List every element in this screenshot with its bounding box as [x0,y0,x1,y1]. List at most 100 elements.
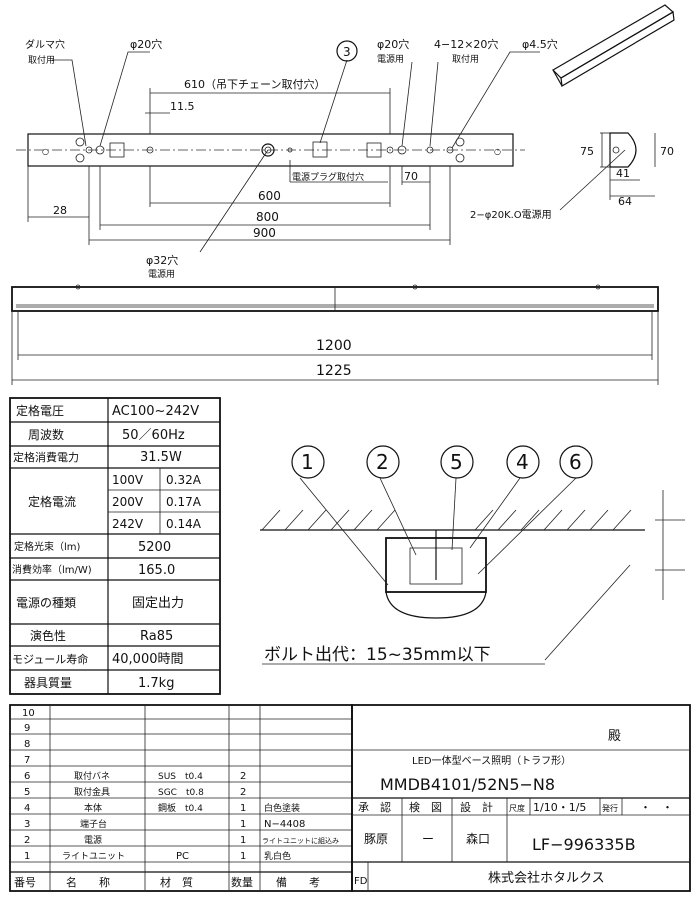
leader-2 [379,477,417,556]
spec-label-cri: 演色性 [30,628,66,643]
callout-6-number: 6 [569,450,582,474]
current-amps-100: 0.32A [166,473,202,487]
hatch [474,509,494,531]
parts-row-number: 10 [22,708,35,719]
thumbnail-top-face [552,4,675,79]
label-dim-600: 600 [258,189,281,203]
hatch [520,509,540,531]
current-amps-242: 0.14A [166,517,202,531]
slot-hole [386,146,394,154]
plug-mount-icon [312,141,328,158]
label-dim-1225: 1225 [316,363,352,379]
label-dim-28: 28 [53,204,67,217]
phi32-inner [264,146,272,154]
slot-hole [146,146,154,154]
current-voltage-242: 242V [112,517,144,531]
fixture-thumbnail [552,4,675,87]
header-material: 材 質 [160,875,193,889]
label-dim-1200: 1200 [316,338,352,354]
spec-value-cri: Ra85 [140,629,173,644]
label-phi45: φ4.5穴 [522,37,558,51]
spec-label-flux: 定格光束（lm) [14,540,81,553]
label-dim-800: 800 [256,210,279,224]
hatch [376,509,396,531]
title-signer-1: 豚原 [364,832,388,846]
spec-label-mass: 器具質量 [24,675,72,690]
spec-table-border [9,397,221,695]
header-name: 名 称 [66,875,110,889]
label-dim-70: 70 [404,170,418,183]
part-1-material: PC [176,851,189,862]
plan-hole [455,153,465,163]
label-phi32: φ32穴 [146,253,178,267]
current-amps-200: 0.17A [166,495,202,509]
thumbnail-edge [552,69,563,87]
leader-phi20-right [401,61,413,147]
title-model: MMDB4101/52N5−N8 [380,775,555,794]
callout-5-circle [440,445,474,479]
part-4-name: 本体 [84,802,102,814]
current-voltage-100: 100V [112,473,144,487]
label-phi20-right: φ20穴 [377,37,409,51]
label-daruma-use: 取付用 [28,55,55,66]
leader-bolt [544,564,631,661]
title-block [351,704,691,892]
callout-2-circle [366,445,400,479]
leader-phi32 [199,149,269,253]
terminal-icon [109,142,125,158]
label-phi32-use: 電源用 [148,269,175,280]
callout-1-circle [291,445,325,479]
plan-mark: ○ [42,147,49,156]
part-1-name: ライトユニット [62,851,125,862]
part-5-material: SGC t0.8 [158,788,204,798]
callout-2-number: 2 [376,450,389,474]
daruma-hole [85,146,93,154]
part-5-qty: 2 [240,787,246,798]
spec-label-life: モジュール寿命 [12,652,88,666]
current-voltage-200: 200V [112,495,144,509]
leader-knockout [559,149,626,211]
header-qty: 数量 [231,876,253,889]
small-hole [287,147,293,153]
part-4-no: 4 [24,803,30,814]
leader-5 [451,477,457,551]
callout-3-number: 3 [343,45,351,59]
part-6-no: 6 [24,771,30,782]
hatch [612,509,632,531]
part-2-name: 電源 [84,835,102,846]
leader-phi20-left [99,51,150,147]
label-11-5: 11.5 [170,100,195,113]
slot-hole [426,146,434,154]
spec-label-supply: 電源の種類 [16,596,76,610]
callout-4-number: 4 [516,450,529,474]
spec-label-frequency: 周波数 [28,427,64,442]
part-2-no: 2 [24,835,30,846]
phi45-hole [446,146,454,154]
fixture-plan-outline [27,133,514,167]
part-5-name: 取付金具 [74,786,110,798]
label-side-64: 64 [618,195,632,208]
parts-list [9,704,353,892]
spec-table [9,397,221,695]
title-signer-2: 森口 [466,831,490,846]
long-view [11,284,659,385]
spec-value-voltage: AC100~242V [112,404,199,419]
part-1-qty: 1 [240,851,246,862]
hatch [353,509,373,531]
label-chain-610: 610（吊下チェーン取付穴） [184,77,325,91]
spec-value-life: 40,000時間 [112,652,184,667]
thumbnail-front-face [560,11,675,87]
spec-value-mass: 1.7kg [138,676,174,691]
leader-callout3 [319,59,348,144]
callout-3-circle [336,40,358,62]
callout-5-number: 5 [450,450,463,474]
title-approve: 承 認 [358,800,391,814]
label-slots-use: 取付用 [452,54,479,65]
spec-label-voltage: 定格電圧 [16,403,64,418]
part-5-no: 5 [24,787,30,798]
parts-row-number: 8 [24,739,30,750]
label-phi20-left: φ20穴 [130,37,162,51]
side-profile-outline [609,132,637,168]
title-design: 設 計 [460,800,493,814]
title-addressee: 殿 [608,729,621,744]
